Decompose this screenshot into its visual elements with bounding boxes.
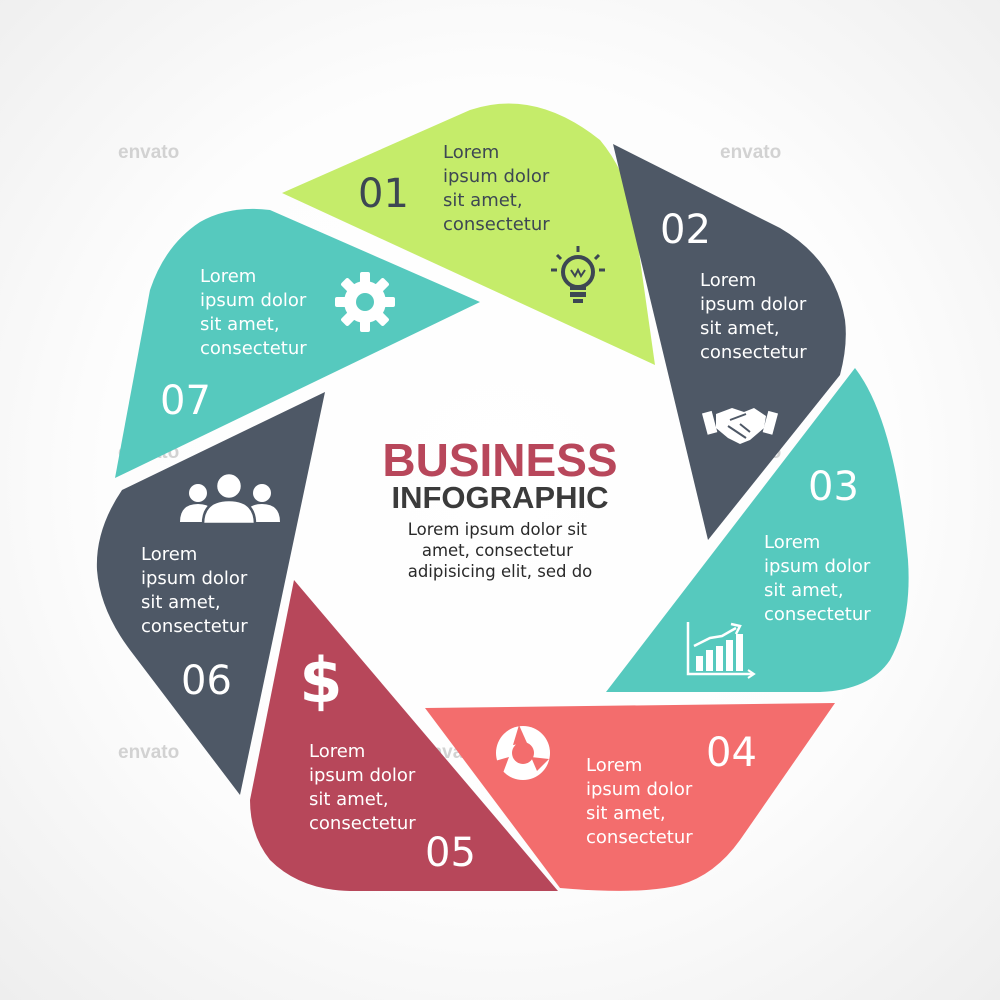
step-03-shape (606, 368, 909, 692)
step-04: 04 Lorem ipsum dolor sit amet, consectet… (425, 703, 835, 891)
step-03-number: 03 (808, 464, 859, 510)
people-icon (180, 471, 280, 526)
dollar-icon: $ (299, 644, 342, 717)
step-05-shape (250, 580, 558, 891)
watermark-text: envato (720, 142, 781, 163)
step-04-text: Lorem ipsum dolor sit amet, consectetur (586, 755, 698, 848)
page-title: BUSINESS (382, 434, 617, 486)
step-07: 07 Lorem ipsum dolor sit amet, consectet… (115, 208, 480, 478)
step-05-text: Lorem ipsum dolor sit amet, consectetur (309, 741, 421, 834)
step-02: 02 Lorem ipsum dolor sit amet, consectet… (613, 144, 846, 540)
step-05: 05 Lorem ipsum dolor sit amet, consectet… (250, 580, 558, 891)
step-04-number: 04 (706, 730, 757, 776)
step-06-number: 06 (181, 658, 232, 704)
watermark-text: envato (118, 742, 179, 763)
step-01-number: 01 (358, 171, 409, 217)
step-02-shape (613, 144, 846, 540)
step-06: 06 Lorem ipsum dolor sit amet, consectet… (96, 392, 326, 795)
lightbulb-icon (551, 246, 605, 303)
step-06-text: Lorem ipsum dolor sit amet, consectetur (141, 544, 253, 637)
step-02-text: Lorem ipsum dolor sit amet, consectetur (700, 270, 812, 363)
step-01-text: Lorem ipsum dolor sit amet, consectetur (443, 142, 555, 235)
handshake-icon (701, 408, 779, 444)
step-07-number: 07 (160, 378, 211, 424)
watermark-text: envato (118, 142, 179, 163)
growth-chart-icon (686, 622, 756, 679)
step-01: 01 Lorem ipsum dolor sit amet, consectet… (282, 103, 655, 365)
step-02-number: 02 (660, 207, 711, 253)
center-block: BUSINESS INFOGRAPHIC Lorem ipsum dolor s… (382, 434, 617, 581)
page-subtitle: INFOGRAPHIC (392, 480, 609, 515)
step-07-shape (115, 208, 480, 478)
gear-icon (335, 272, 395, 332)
step-03-text: Lorem ipsum dolor sit amet, consectetur (764, 532, 876, 625)
step-05-number: 05 (425, 830, 476, 876)
cycle-arrows-icon (495, 725, 550, 780)
center-description: Lorem ipsum dolor sit amet, consectetur … (408, 520, 593, 581)
step-03: 03 Lorem ipsum dolor sit amet, consectet… (606, 368, 909, 692)
step-01-shape (282, 103, 655, 365)
step-07-text: Lorem ipsum dolor sit amet, consectetur (200, 266, 312, 359)
